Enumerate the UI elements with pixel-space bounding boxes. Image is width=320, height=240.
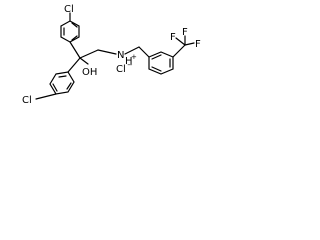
bond-center-to-ring-bottom: [67, 57, 81, 73]
bond-ring-top-to-center: [69, 41, 81, 59]
bond-n-to-ch2b: [124, 46, 140, 55]
minus-label: −: [127, 61, 133, 69]
f-top-label: F: [182, 27, 188, 38]
bond-ch2b-to-ring: [138, 46, 150, 58]
bond-cf3-f-right: [184, 42, 195, 46]
n-label: N: [117, 50, 124, 61]
bond-ring-to-cf3: [172, 44, 186, 58]
bond-center-to-ch2: [79, 49, 99, 59]
bond-center-to-oh: [79, 57, 89, 65]
bond-cf3-f-left: [175, 37, 186, 46]
lower-chlorophenyl-ring: [49, 71, 75, 95]
plus-label: +: [131, 53, 137, 61]
f-left-label: F: [170, 32, 176, 43]
bond-ch2-to-n: [97, 49, 117, 55]
bond-cl-bottom: [35, 93, 57, 100]
oh-label: OH: [82, 67, 97, 78]
cl-bottom-label: Cl: [22, 95, 32, 106]
upper-chlorophenyl-ring: [60, 20, 80, 43]
h-label: H: [125, 56, 133, 67]
cl-top-label: Cl: [64, 4, 74, 15]
f-right-label: F: [195, 39, 201, 50]
cl-minus-label: Cl: [116, 64, 126, 75]
chemical-structure-diagram: Cl OH Cl N H + Cl − F F F: [22, 4, 201, 106]
trifluoromethylphenyl-ring: [148, 51, 174, 75]
